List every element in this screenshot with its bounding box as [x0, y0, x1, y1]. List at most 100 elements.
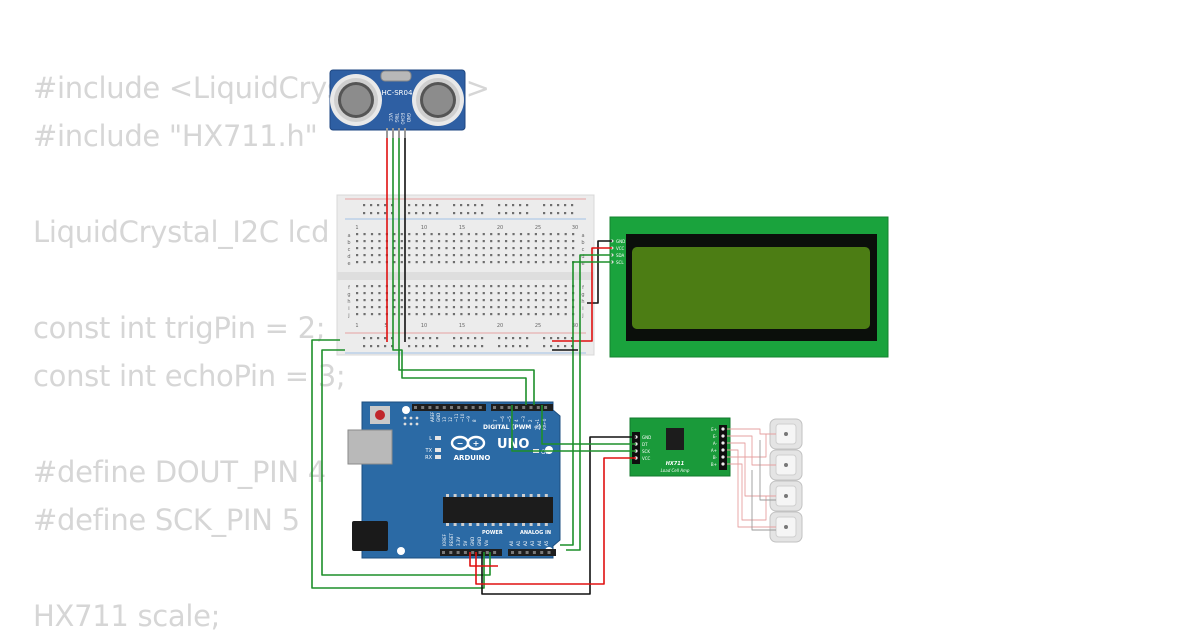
power-jack	[352, 521, 388, 551]
pin-label: GND	[470, 537, 475, 546]
lcd-pin-label: SDA	[616, 253, 625, 258]
hx711-pin-label: A+	[711, 448, 717, 453]
lcd-screen	[632, 247, 870, 329]
pin-label: A1	[516, 540, 521, 546]
column-label: 25	[535, 225, 541, 231]
on-led-label: ON	[541, 449, 550, 456]
load-cell[interactable]	[769, 449, 803, 481]
hx711-pin-label: E-	[713, 434, 718, 439]
digital-pin-labels: AREF GND 13 12 ~11 ~10 ~9 8 7 ~6 ~5 4 ~3…	[430, 411, 547, 431]
pin-label: GND	[477, 537, 482, 546]
pin-label: A3	[530, 540, 535, 546]
row-label: j	[347, 313, 349, 319]
row-label: c	[582, 247, 585, 253]
hx711-vcc-wire	[475, 457, 636, 585]
power-jumper-red	[469, 552, 498, 567]
power-pin-labels: IOREF RESET 3.3V 5V GND GND Vin	[442, 533, 489, 546]
column-label: 10	[421, 225, 427, 231]
pin-label: 13	[442, 416, 447, 422]
row-label: f	[348, 285, 350, 291]
led-label: TX	[425, 448, 433, 454]
breadboard-trench	[337, 272, 594, 280]
sensor-pins	[386, 128, 406, 138]
lcd-pin-label: VCC	[616, 246, 625, 251]
code-line: #define DOUT_PIN 4	[33, 455, 326, 489]
hx711-title: HX711	[666, 461, 684, 467]
usb-port	[347, 429, 393, 465]
pin-label: ~9	[466, 416, 471, 422]
transducer-right	[412, 74, 464, 126]
pin-label: 12	[448, 416, 453, 422]
hx711-module[interactable]: GND DT SCK VCC E+ E- A- A+ B- B+ HX711 L…	[629, 417, 731, 477]
hx711-pin-label: E+	[711, 427, 717, 432]
svg-text:−: −	[457, 439, 464, 448]
row-label: i	[348, 306, 349, 312]
hx711-left-header	[632, 432, 640, 464]
row-label: c	[348, 247, 351, 253]
pin-label: A0	[509, 540, 514, 546]
sensor-pin-label: GND	[406, 113, 411, 122]
pin-label: 8	[472, 419, 477, 422]
pin-label: AREF	[430, 411, 435, 422]
column-label: 30	[572, 225, 578, 231]
pin-label: GND	[436, 413, 441, 422]
pin-label: A5	[544, 540, 549, 546]
pin-label: 7	[493, 419, 498, 422]
lcd-vcc-wire	[552, 247, 612, 342]
wires	[311, 138, 776, 595]
ultrasonic-sensor[interactable]: HC-SR04 VCC TRIG ECHO GND	[329, 69, 466, 138]
mounting-hole	[397, 547, 405, 555]
column-label: 5	[384, 323, 387, 329]
rail-wire-green	[311, 339, 485, 589]
header-pins	[414, 406, 551, 554]
row-label: e	[581, 261, 584, 267]
sensor-trig-wire	[392, 138, 527, 405]
hx711-pin-label: B-	[713, 455, 718, 460]
pin-label: 5V	[463, 540, 468, 546]
analog-pin-labels: A0 A1 A2 A3 A4 A5	[509, 540, 549, 546]
hx711-chip	[666, 428, 684, 450]
row-label: b	[347, 240, 350, 246]
row-label: a	[581, 233, 584, 239]
row-label: g	[347, 292, 350, 298]
load-cells[interactable]	[769, 418, 803, 543]
row-label: d	[347, 254, 350, 260]
power-header-label: POWER	[482, 530, 503, 536]
power-header	[440, 549, 502, 556]
pin-label: A2	[523, 540, 528, 546]
breadboard-row-labels: a b c d e f g h i j a b c d e f g h i j	[347, 233, 584, 319]
hx711-pin-label: VCC	[642, 456, 651, 461]
sensor-pin-label: ECHO	[400, 113, 405, 124]
row-label: d	[581, 254, 584, 260]
rail-wire-green	[321, 349, 491, 576]
lcd-pin-label: GND	[616, 239, 625, 244]
column-label: 1	[355, 225, 358, 231]
transducer-left	[330, 74, 382, 126]
column-label: 10	[421, 323, 427, 329]
column-label: 25	[535, 323, 541, 329]
row-label: h	[347, 299, 350, 305]
row-label: h	[581, 299, 584, 305]
sensor-echo-wire	[398, 138, 535, 405]
lcd-sda-wire	[566, 254, 612, 551]
pin-label: ~11	[454, 413, 459, 422]
reset-button[interactable]	[375, 410, 385, 420]
pin-label: Vin	[484, 539, 489, 546]
breadboard[interactable]: 1 10 15 20 25 30 1 5 10 15 20 25 30 a b …	[336, 194, 595, 356]
pin-label: 2	[528, 419, 533, 422]
pin-label: ~5	[507, 416, 512, 422]
column-label: 20	[497, 225, 503, 231]
column-label: 15	[459, 323, 465, 329]
arduino-uno[interactable]: − + ARDUINO UNO DIGITAL (PWM ~) ON L TX …	[347, 401, 561, 559]
icsp-header	[403, 416, 419, 426]
load-cell[interactable]	[769, 511, 803, 543]
hx711-left-pin-labels: GND DT SCK VCC	[642, 435, 651, 461]
breadboard-column-labels: 1 10 15 20 25 30 1 5 10 15 20 25 30	[355, 225, 578, 329]
lcd-module[interactable]: GND VCC SDA SCL	[609, 216, 889, 358]
pin-label: ~3	[521, 416, 526, 422]
analog-header-label: ANALOG IN	[520, 530, 551, 536]
column-label: 20	[497, 323, 503, 329]
hx711-dt-wire	[541, 405, 636, 445]
arduino-model-label: UNO	[497, 437, 530, 452]
